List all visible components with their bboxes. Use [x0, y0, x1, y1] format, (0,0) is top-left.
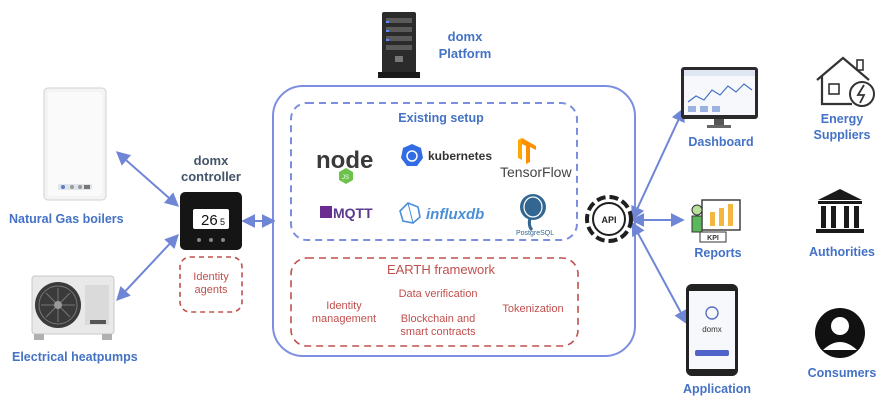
postgresql-elephant-icon	[520, 194, 546, 232]
dashboard-monitor-icon	[681, 67, 758, 128]
authorities-label: Authorities	[809, 245, 875, 259]
consumers-label: Consumers	[807, 366, 877, 380]
energy-suppliers-line1: Energy	[820, 112, 864, 126]
identity-management-line1: Identity	[326, 300, 362, 312]
nodejs-sub: JS	[342, 175, 349, 181]
controller-title-line1: domx	[193, 153, 229, 168]
arrow-api-dashboard	[631, 107, 685, 221]
boilers-label: Natural Gas boilers	[9, 212, 124, 226]
existing-setup-title: Existing setup	[398, 111, 484, 125]
reports-kpi-label: KPI	[707, 235, 719, 242]
existing-setup-frame	[290, 102, 578, 241]
tensorflow-icon	[518, 138, 536, 164]
arrow-boiler-controller	[115, 151, 180, 207]
tokenization-label: Tokenization	[502, 303, 564, 315]
identity-agents-line1: Identity	[193, 271, 229, 283]
application-phone-icon	[686, 284, 738, 376]
controller-title-line2: controller	[181, 169, 241, 184]
api-gear-icon	[585, 195, 633, 243]
arrow-api-application	[631, 221, 688, 325]
platform-title-line1: domx	[447, 29, 483, 44]
heatpump-icon	[31, 275, 115, 340]
reports-label: Reports	[694, 246, 742, 260]
application-label: Application	[682, 382, 752, 396]
energy-suppliers-label: Energy Suppliers	[800, 111, 884, 143]
identity-agents-line2: agents	[194, 284, 228, 296]
platform-title: domx Platform	[430, 28, 500, 62]
arrow-heatpump-controller	[116, 233, 179, 302]
consumer-avatar-icon	[815, 308, 865, 358]
mqtt-icon	[320, 206, 332, 218]
controller-display: 26	[201, 212, 218, 229]
server-icon	[378, 12, 420, 78]
identity-agents-frame	[179, 256, 243, 313]
platform-title-line2: Platform	[438, 46, 492, 61]
phone-brand: domx	[702, 325, 722, 334]
kubernetes-logo: kubernetes	[428, 149, 492, 163]
nodejs-hex-icon	[339, 168, 353, 184]
influxdb-icon	[399, 202, 421, 224]
blockchain-line2: smart contracts	[400, 326, 476, 338]
blockchain-label: Blockchain and smart contracts	[384, 313, 492, 339]
identity-management-line2: management	[311, 313, 377, 325]
controller-device-icon	[180, 192, 242, 250]
authorities-building-icon	[816, 189, 864, 233]
mqtt-logo: MQTT	[333, 205, 373, 221]
reports-icon	[691, 199, 741, 243]
tensorflow-logo: TensorFlow	[500, 164, 572, 180]
postgresql-logo: PostgreSQL	[516, 230, 554, 237]
controller-title: domx controller	[181, 153, 241, 185]
data-verification-label: Data verification	[398, 288, 478, 300]
influxdb-logo: influxdb	[426, 206, 484, 223]
kubernetes-icon	[401, 144, 423, 166]
blockchain-line1: Blockchain and	[400, 313, 476, 325]
api-label: API	[601, 215, 616, 225]
heatpumps-label: Electrical heatpumps	[12, 350, 138, 364]
earth-framework-title: EARTH framework	[386, 262, 496, 277]
identity-agents-label: Identity agents	[181, 271, 241, 297]
energy-suppliers-line2: Suppliers	[813, 128, 871, 142]
dashboard-label: Dashboard	[688, 135, 754, 149]
gas-boiler-icon	[43, 87, 107, 201]
controller-display-sub: 5	[220, 217, 225, 227]
house-energy-icon	[816, 56, 875, 107]
identity-management-label: Identity management	[304, 300, 384, 326]
